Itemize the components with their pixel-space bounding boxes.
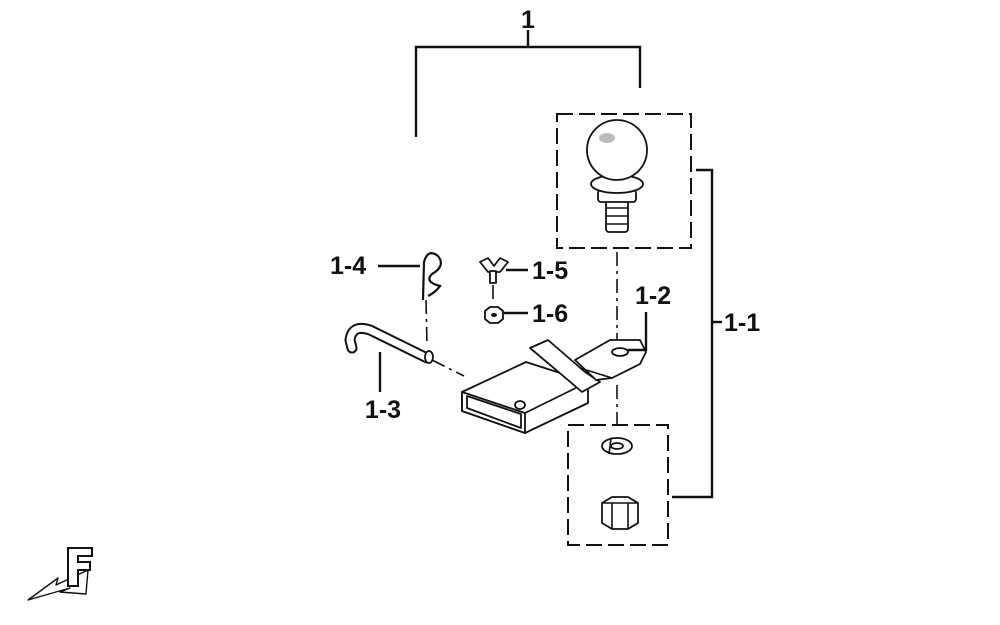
axis-pin — [431, 359, 465, 377]
axis-clip — [425, 299, 428, 346]
wing-bolt — [479, 257, 509, 284]
label-clip-pin: 1-4 — [330, 252, 366, 280]
hitch-ball — [586, 119, 648, 233]
label-drawbar: 1-2 — [635, 282, 671, 310]
clip-pin — [421, 252, 442, 301]
hitch-ball-box — [556, 113, 692, 249]
leader-drawbar — [628, 312, 648, 352]
lock-washer — [601, 437, 633, 455]
label-hitch-pin: 1-3 — [365, 396, 401, 424]
nut-washer-box — [567, 424, 669, 546]
ball-mount-bracket — [672, 168, 722, 499]
small-nut — [484, 306, 504, 324]
orientation-label: F — [80, 583, 81, 585]
label-wing-bolt: 1-5 — [532, 257, 568, 285]
hitch-pin — [344, 322, 434, 364]
label-assembly: 1 — [521, 6, 535, 34]
label-ball-mount: 1-1 — [724, 309, 760, 337]
label-small-nut: 1-6 — [532, 300, 568, 328]
assembly-bracket — [414, 30, 642, 137]
hex-nut — [601, 496, 639, 530]
front-arrow-icon — [27, 547, 93, 601]
drawbar — [461, 339, 647, 434]
